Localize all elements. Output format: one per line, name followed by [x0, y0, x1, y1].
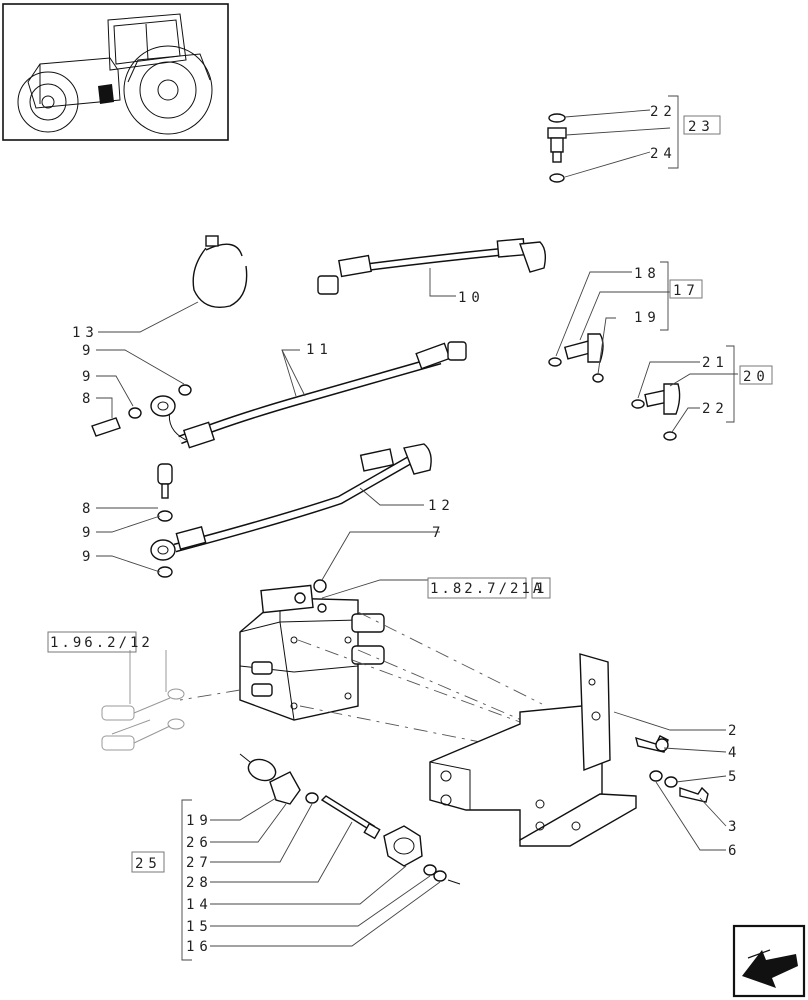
callout-7: 7: [432, 525, 445, 541]
callout-box-23: [683, 115, 721, 135]
callout-box-17: [669, 279, 703, 299]
callout-19: 19: [186, 813, 213, 829]
callout-6: 6: [728, 843, 741, 859]
tractor-thumbnail[interactable]: [2, 3, 229, 141]
callout-19: 19: [634, 310, 661, 326]
callout-9: 9: [82, 525, 95, 541]
callout-27: 27: [186, 855, 213, 871]
callout-26: 26: [186, 835, 213, 851]
callout-10: 10: [458, 290, 485, 306]
ref-1-number: 1: [536, 581, 549, 597]
callout-20: 20: [743, 369, 770, 385]
ghost-fittings: [101, 650, 185, 751]
fitting-20-group: [631, 345, 738, 441]
ref-box-1: [531, 577, 551, 599]
callout-16: 16: [186, 939, 213, 955]
callout-15: 15: [186, 919, 213, 935]
tractor-icon: [17, 13, 213, 135]
callout-24: 24: [650, 146, 677, 162]
callout-14: 14: [186, 897, 213, 913]
callout-21: 21: [702, 355, 729, 371]
ref-1-96-2-12[interactable]: 1.96.2/12: [50, 635, 153, 651]
callout-25: 25: [135, 856, 162, 872]
callout-17: 17: [673, 283, 700, 299]
callout-22: 22: [650, 104, 677, 120]
callout-labels: 22 23 24 10 18 17 19 13 11 9 9 8 21 20 2…: [47, 104, 773, 955]
callout-8: 8: [82, 501, 95, 517]
callout-box-20: [739, 365, 773, 385]
callout-18: 18: [634, 266, 661, 282]
hose-10: [317, 238, 547, 297]
fitting-23-group: [547, 95, 679, 183]
callout-13: 13: [72, 325, 99, 341]
callout-12: 12: [428, 498, 455, 514]
ref-box-1-96-2-12[interactable]: [47, 631, 137, 653]
callout-9: 9: [82, 343, 95, 359]
callout-22: 22: [702, 401, 729, 417]
callout-box-25: [131, 851, 165, 873]
callout-5: 5: [728, 769, 741, 785]
bracket: [429, 653, 637, 847]
hose-11: [91, 341, 467, 449]
clamp-13: [98, 235, 248, 333]
callout-11: 11: [306, 342, 333, 358]
callout-28: 28: [186, 875, 213, 891]
callout-8: 8: [82, 391, 95, 407]
ref-box-1-82-7-21a[interactable]: [427, 577, 527, 599]
hose-12: [96, 443, 432, 578]
callout-23: 23: [688, 119, 715, 135]
callout-9: 9: [82, 549, 95, 565]
fasteners-right: [613, 711, 727, 851]
ref-1-82-7-21a[interactable]: 1.82.7/21A: [430, 581, 544, 597]
fitting-17-group: [548, 261, 670, 383]
arrow-back-icon[interactable]: [732, 924, 806, 998]
callout-4: 4: [728, 745, 741, 761]
callout-3: 3: [728, 819, 741, 835]
assembly-25-parts: [181, 753, 461, 961]
control-valve: [239, 579, 428, 721]
callout-2: 2: [728, 723, 741, 739]
plug-7: [313, 531, 440, 593]
callout-9: 9: [82, 369, 95, 385]
